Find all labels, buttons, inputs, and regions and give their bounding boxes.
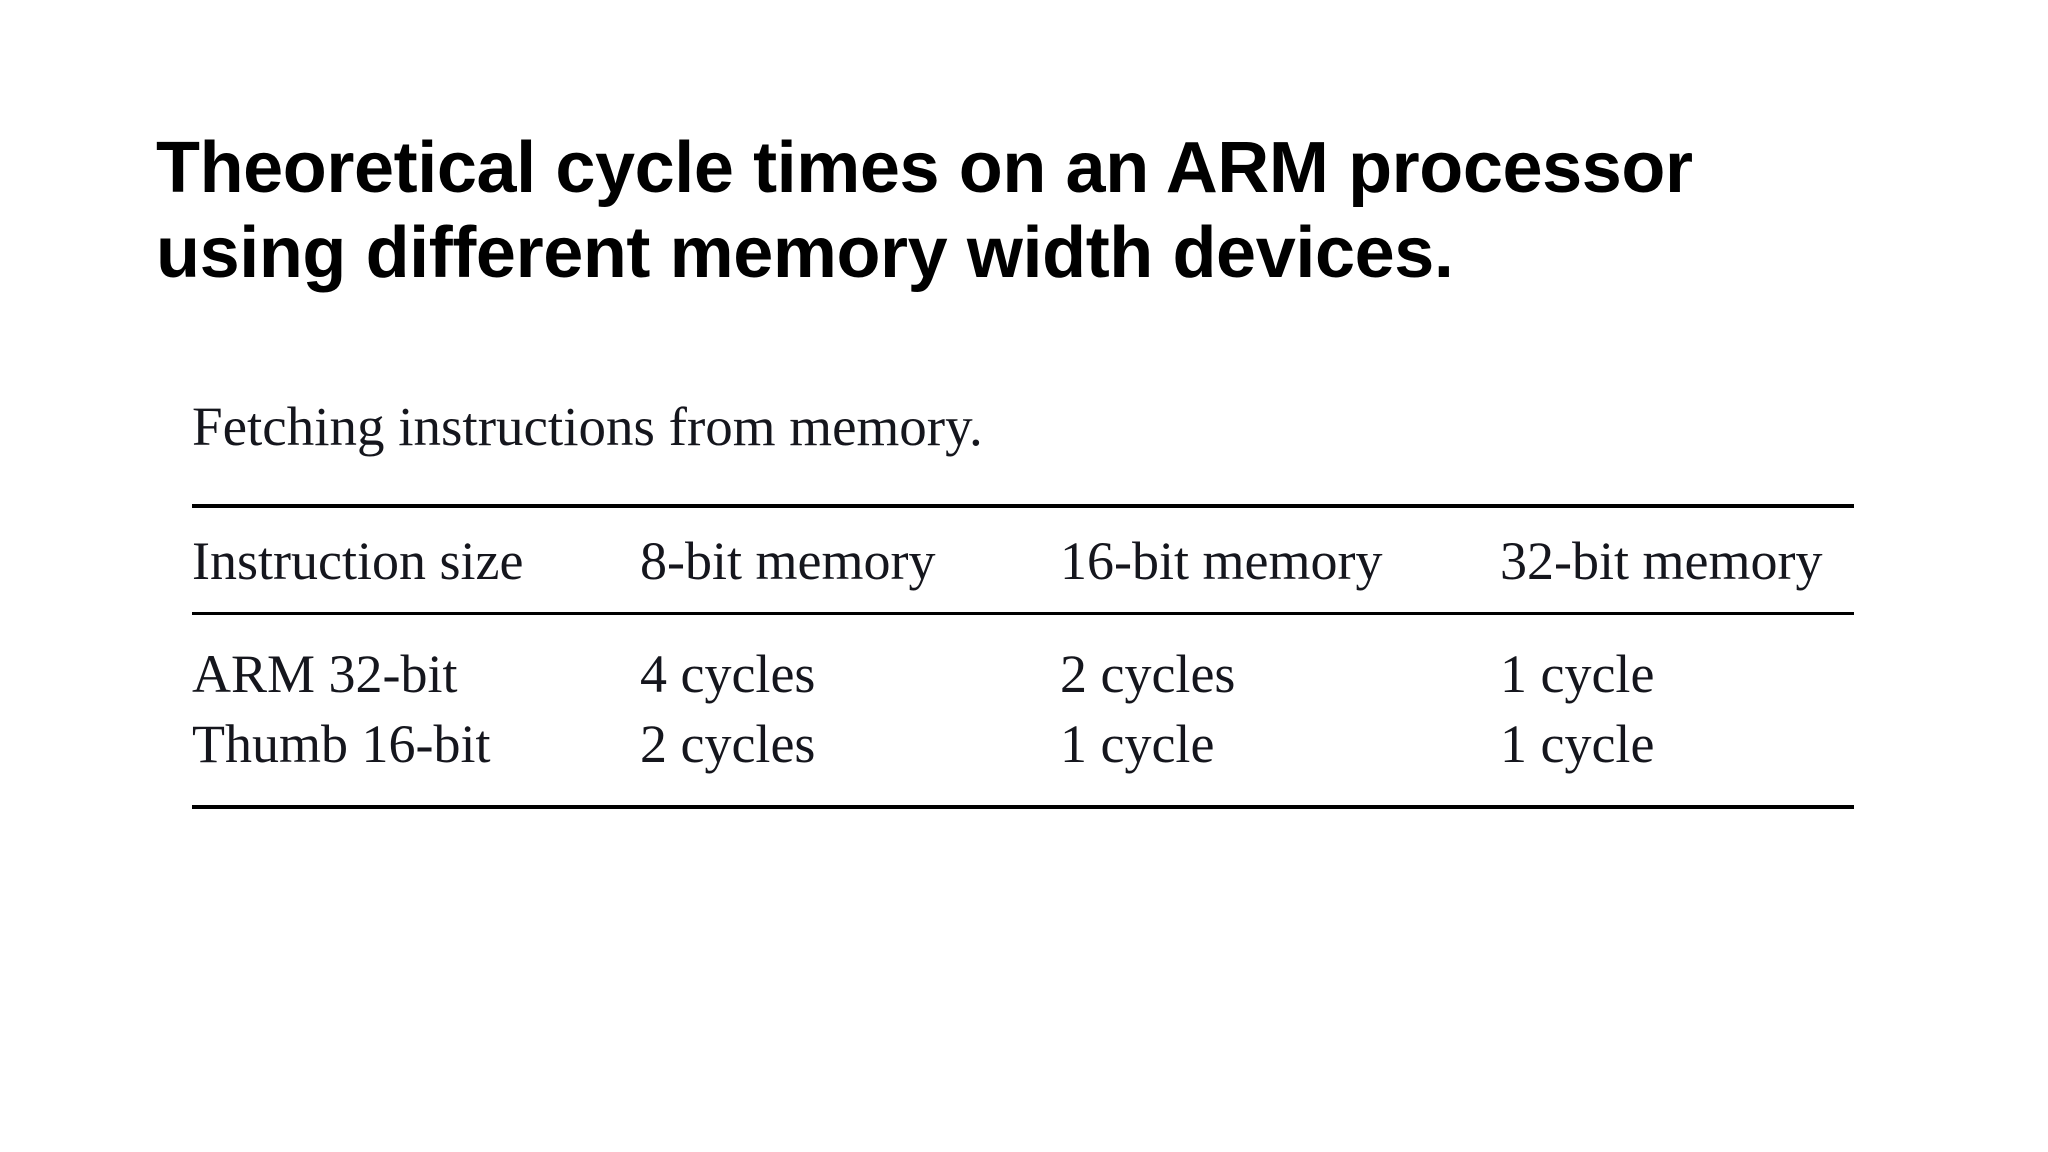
cell-8-bit-cycles: 4 cycles (640, 644, 816, 704)
table-figure: Fetching instructions from memory. Instr… (192, 396, 1854, 809)
page-title: Theoretical cycle times on an ARM proces… (156, 128, 1693, 294)
cell-32-bit-cycles: 1 cycle (1500, 714, 1655, 774)
table-row: ARM 32-bit 4 cycles 2 cycles 1 cycle (192, 614, 1854, 710)
cell-instruction-size: Thumb 16-bit (192, 714, 491, 774)
cycle-times-table: Instruction size 8-bit memory 16-bit mem… (192, 504, 1854, 809)
cell-instruction-size: ARM 32-bit (192, 644, 458, 704)
table-body: ARM 32-bit 4 cycles 2 cycles 1 cycle Thu… (192, 614, 1854, 807)
cell-8-bit-cycles: 2 cycles (640, 714, 816, 774)
column-header-16-bit-memory: 16-bit memory (1060, 531, 1383, 591)
cell-16-bit-cycles: 1 cycle (1060, 714, 1215, 774)
column-header-32-bit-memory: 32-bit memory (1500, 531, 1823, 591)
table-header-row: Instruction size 8-bit memory 16-bit mem… (192, 506, 1854, 614)
column-header-8-bit-memory: 8-bit memory (640, 531, 936, 591)
cell-16-bit-cycles: 2 cycles (1060, 644, 1236, 704)
cell-32-bit-cycles: 1 cycle (1500, 644, 1655, 704)
table-row: Thumb 16-bit 2 cycles 1 cycle 1 cycle (192, 709, 1854, 807)
table-header: Instruction size 8-bit memory 16-bit mem… (192, 506, 1854, 614)
table-caption: Fetching instructions from memory. (192, 396, 983, 457)
column-header-instruction-size: Instruction size (192, 531, 524, 591)
